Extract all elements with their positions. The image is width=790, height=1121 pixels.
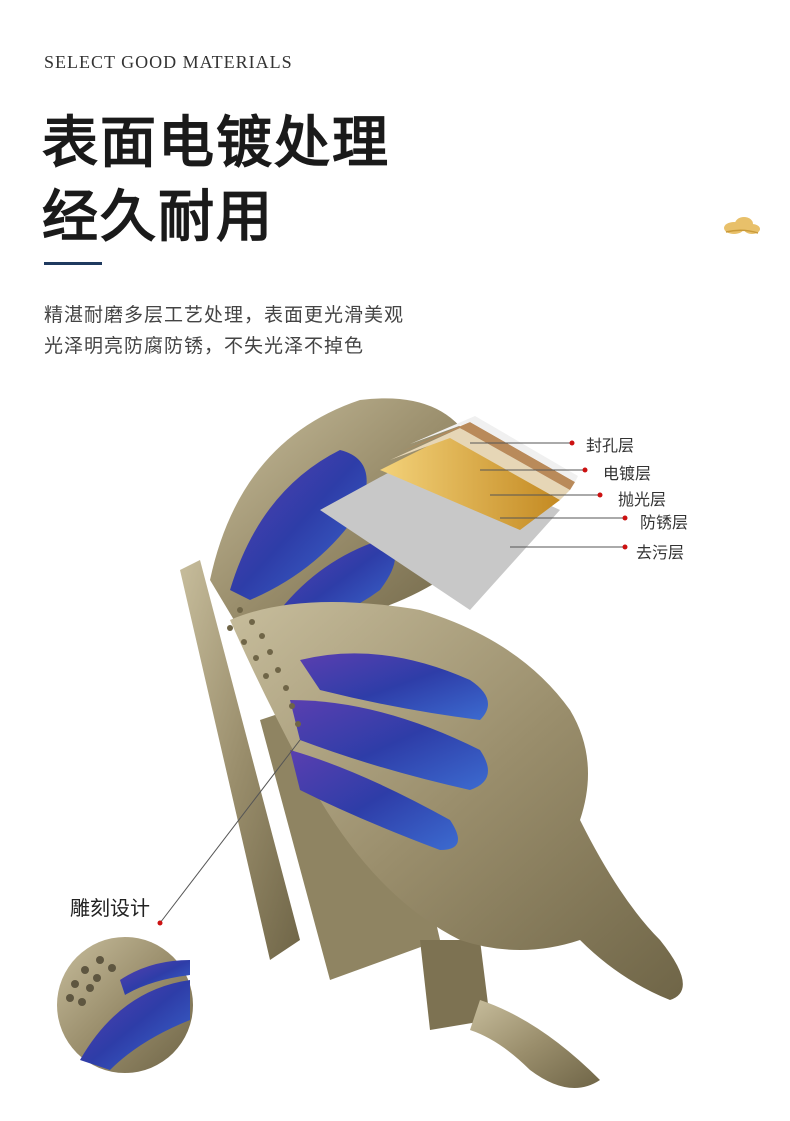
- description-line-1: 精湛耐磨多层工艺处理，表面更光滑美观: [44, 304, 405, 326]
- layer-cross-section: [320, 416, 578, 610]
- carving-detail-circle: [57, 937, 193, 1073]
- butterfly-handle-illustration: [57, 398, 683, 1088]
- description-line-2: 光泽明亮防腐防锈，不失光泽不掉色: [44, 335, 365, 357]
- layer-label-decontamination: 去污层: [636, 543, 685, 562]
- leader-lines: [159, 442, 625, 924]
- lower-wing: [227, 602, 683, 1000]
- headline-line-1: 表面电镀处理: [42, 111, 390, 176]
- layer-label-plating: 电镀层: [603, 464, 652, 483]
- layer-label-sealing: 封孔层: [586, 436, 635, 455]
- accent-bar: [44, 262, 102, 265]
- eyebrow-text: SELECT GOOD MATERIALS: [44, 52, 293, 72]
- leader-dots: [157, 440, 628, 926]
- cloud-icon: [724, 217, 760, 234]
- carving-design-label: 雕刻设计: [70, 896, 150, 920]
- layer-label-polishing: 抛光层: [618, 490, 667, 509]
- headline-line-2: 经久耐用: [42, 185, 274, 250]
- layer-label-antirust: 防锈层: [640, 513, 689, 532]
